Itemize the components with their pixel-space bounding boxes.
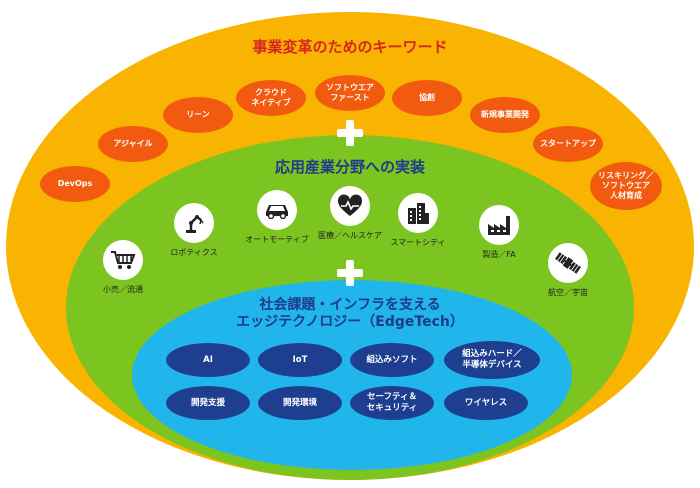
- industry-automotive: オートモーティブ: [232, 190, 322, 245]
- robot-arm-icon: [174, 203, 214, 243]
- industry-manufacturing: 製造／FA: [454, 205, 544, 260]
- plus-icon: [337, 120, 363, 146]
- keyword-bubble: スタートアップ: [533, 126, 603, 162]
- keyword-bubble: アジャイル: [98, 126, 168, 162]
- industry-retail: 小売／流通: [78, 240, 168, 295]
- heart-pulse-icon: [330, 186, 370, 226]
- tech-bubble: ワイヤレス: [444, 386, 528, 420]
- satellite-icon: [548, 243, 588, 283]
- keyword-bubble: ソフトウエア ファースト: [315, 75, 385, 111]
- car-icon: [257, 190, 297, 230]
- industry-label: オートモーティブ: [245, 235, 309, 244]
- industry-label: 小売／流通: [103, 285, 143, 294]
- tech-bubble: 開発支援: [166, 386, 250, 420]
- keyword-bubble: 協創: [392, 80, 462, 116]
- keyword-bubble: 新規事業開発: [470, 97, 540, 133]
- industry-label: スマートシティ: [390, 238, 446, 247]
- inner-title-line1: 社会課題・インフラを支える: [259, 297, 441, 313]
- industry-label: ロボティクス: [170, 248, 218, 257]
- plus-icon: [337, 260, 363, 286]
- tech-bubble: IoT: [258, 343, 342, 377]
- tech-bubble: AI: [166, 343, 250, 377]
- keyword-bubble: リスキリング／ ソフトウエア 人材育成: [590, 162, 662, 210]
- tech-bubble: 開発環境: [258, 386, 342, 420]
- keyword-bubble: クラウド ネイティブ: [236, 80, 306, 116]
- industry-label: 医療／ヘルスケア: [318, 231, 382, 240]
- industry-healthcare: 医療／ヘルスケア: [305, 186, 395, 241]
- middle-title: 応用産業分野への実装: [274, 158, 425, 176]
- industry-smart-city: スマートシティ: [373, 193, 463, 248]
- factory-icon: [479, 205, 519, 245]
- outer-title: 事業変革のためのキーワード: [252, 38, 448, 56]
- industry-robotics: ロボティクス: [149, 203, 239, 258]
- industry-label: 航空／宇宙: [548, 288, 588, 297]
- keyword-bubble: DevOps: [40, 166, 110, 202]
- tech-bubble: 組込みソフト: [350, 343, 434, 377]
- inner-title: 社会課題・インフラを支える エッジテクノロジー（EdgeTech）: [0, 297, 700, 331]
- industry-aerospace: 航空／宇宙: [523, 243, 613, 298]
- tech-bubble: セーフティ＆ セキュリティ: [350, 386, 434, 420]
- shopping-cart-icon: [103, 240, 143, 280]
- keyword-bubble: リーン: [163, 97, 233, 133]
- tech-bubble: 組込みハード／ 半導体デバイス: [444, 341, 540, 379]
- inner-title-line2: エッジテクノロジー（EdgeTech）: [236, 314, 464, 330]
- buildings-icon: [398, 193, 438, 233]
- industry-label: 製造／FA: [482, 250, 516, 259]
